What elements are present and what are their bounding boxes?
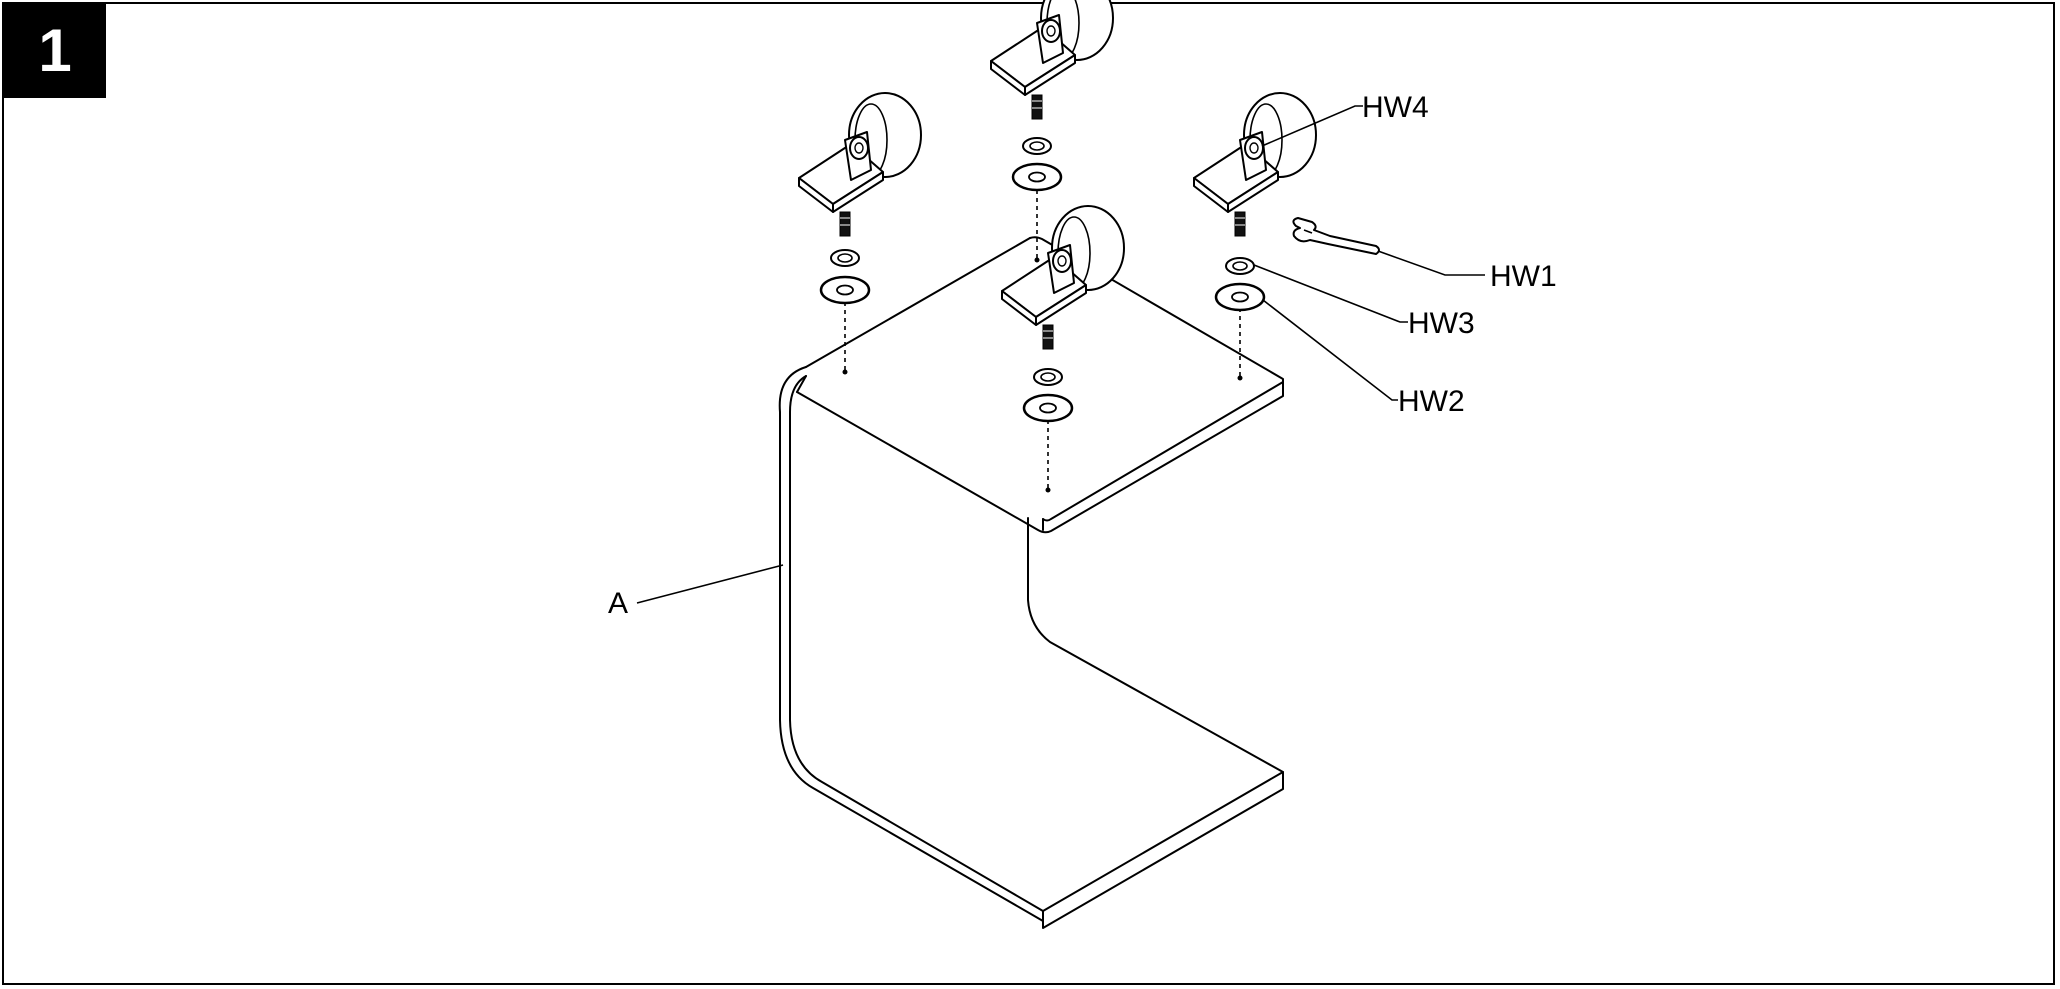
caster-right — [1193, 92, 1317, 312]
caster-top — [990, 0, 1114, 192]
step-badge — [4, 4, 106, 98]
caster-front — [1001, 205, 1125, 423]
wrench-icon — [1292, 217, 1380, 255]
label-hw1: HW1 — [1490, 260, 1557, 293]
guide-lines — [842, 190, 1243, 493]
step-number: 1 — [38, 17, 72, 84]
label-a: A — [608, 587, 628, 620]
label-hw4: HW4 — [1362, 91, 1429, 124]
leader-lines — [636, 105, 1485, 604]
table-part-a — [778, 236, 1284, 929]
label-hw2: HW2 — [1398, 385, 1465, 418]
caster-left — [798, 92, 922, 305]
label-hw3: HW3 — [1408, 307, 1475, 340]
